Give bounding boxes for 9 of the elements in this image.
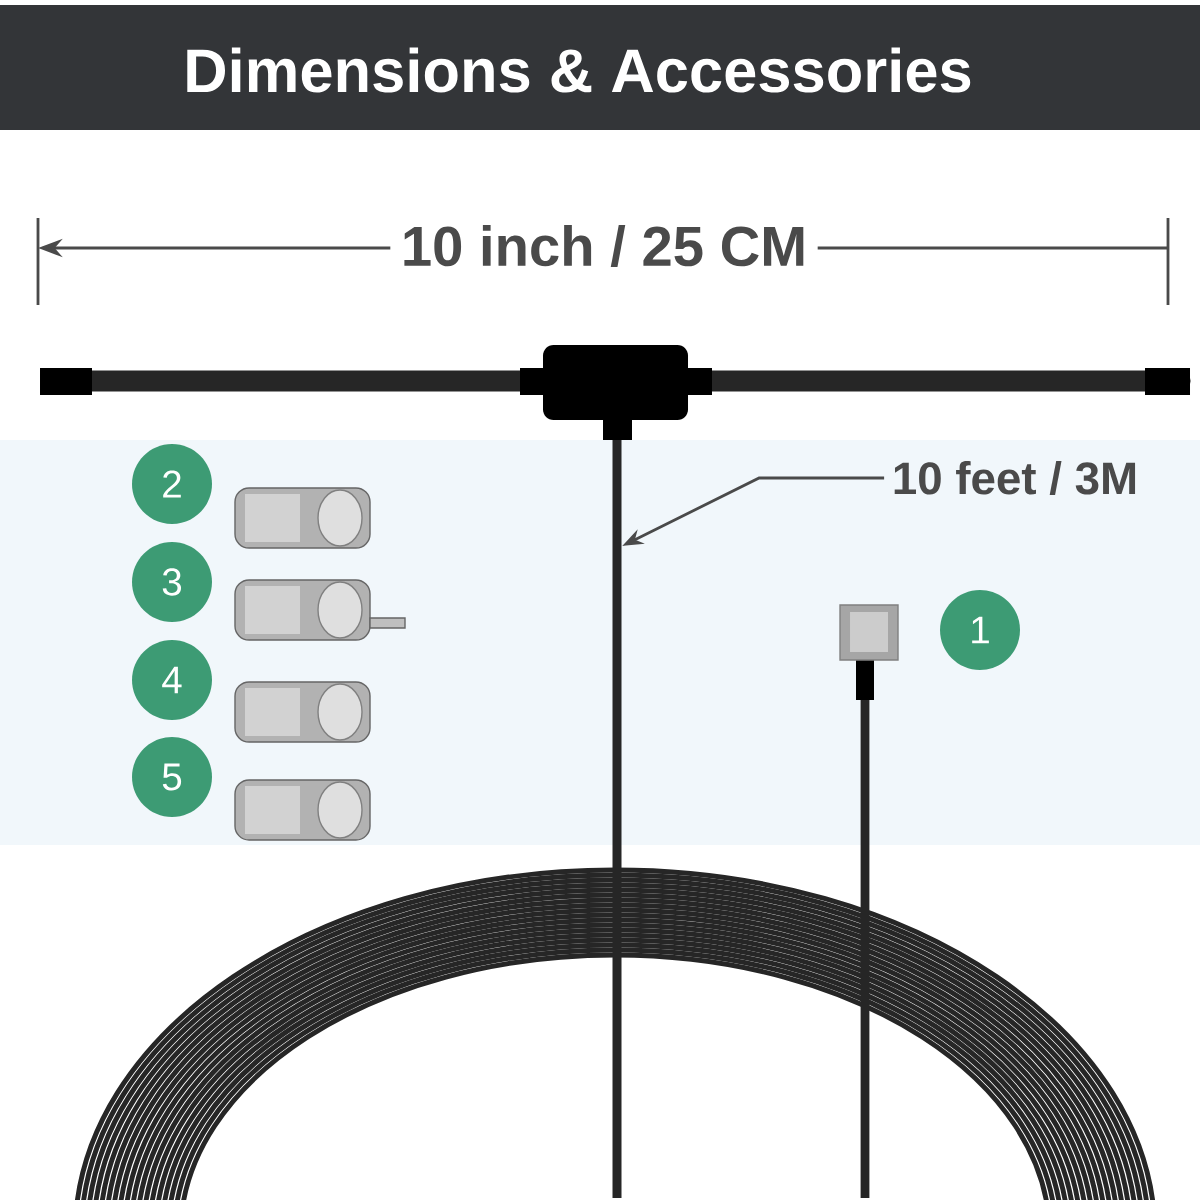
callout-number: 3 [132, 542, 212, 622]
callout-number: 2 [132, 444, 212, 524]
cable-length-label: 10 feet / 3M [894, 460, 1136, 496]
callout-number: 4 [132, 640, 212, 720]
callout-number: 1 [940, 590, 1020, 670]
dimension-label: 10 inch / 25 CM [390, 214, 818, 278]
callout-number: 5 [132, 737, 212, 817]
cable [612, 440, 622, 1198]
title: Dimensions & Accessories [187, 47, 971, 93]
